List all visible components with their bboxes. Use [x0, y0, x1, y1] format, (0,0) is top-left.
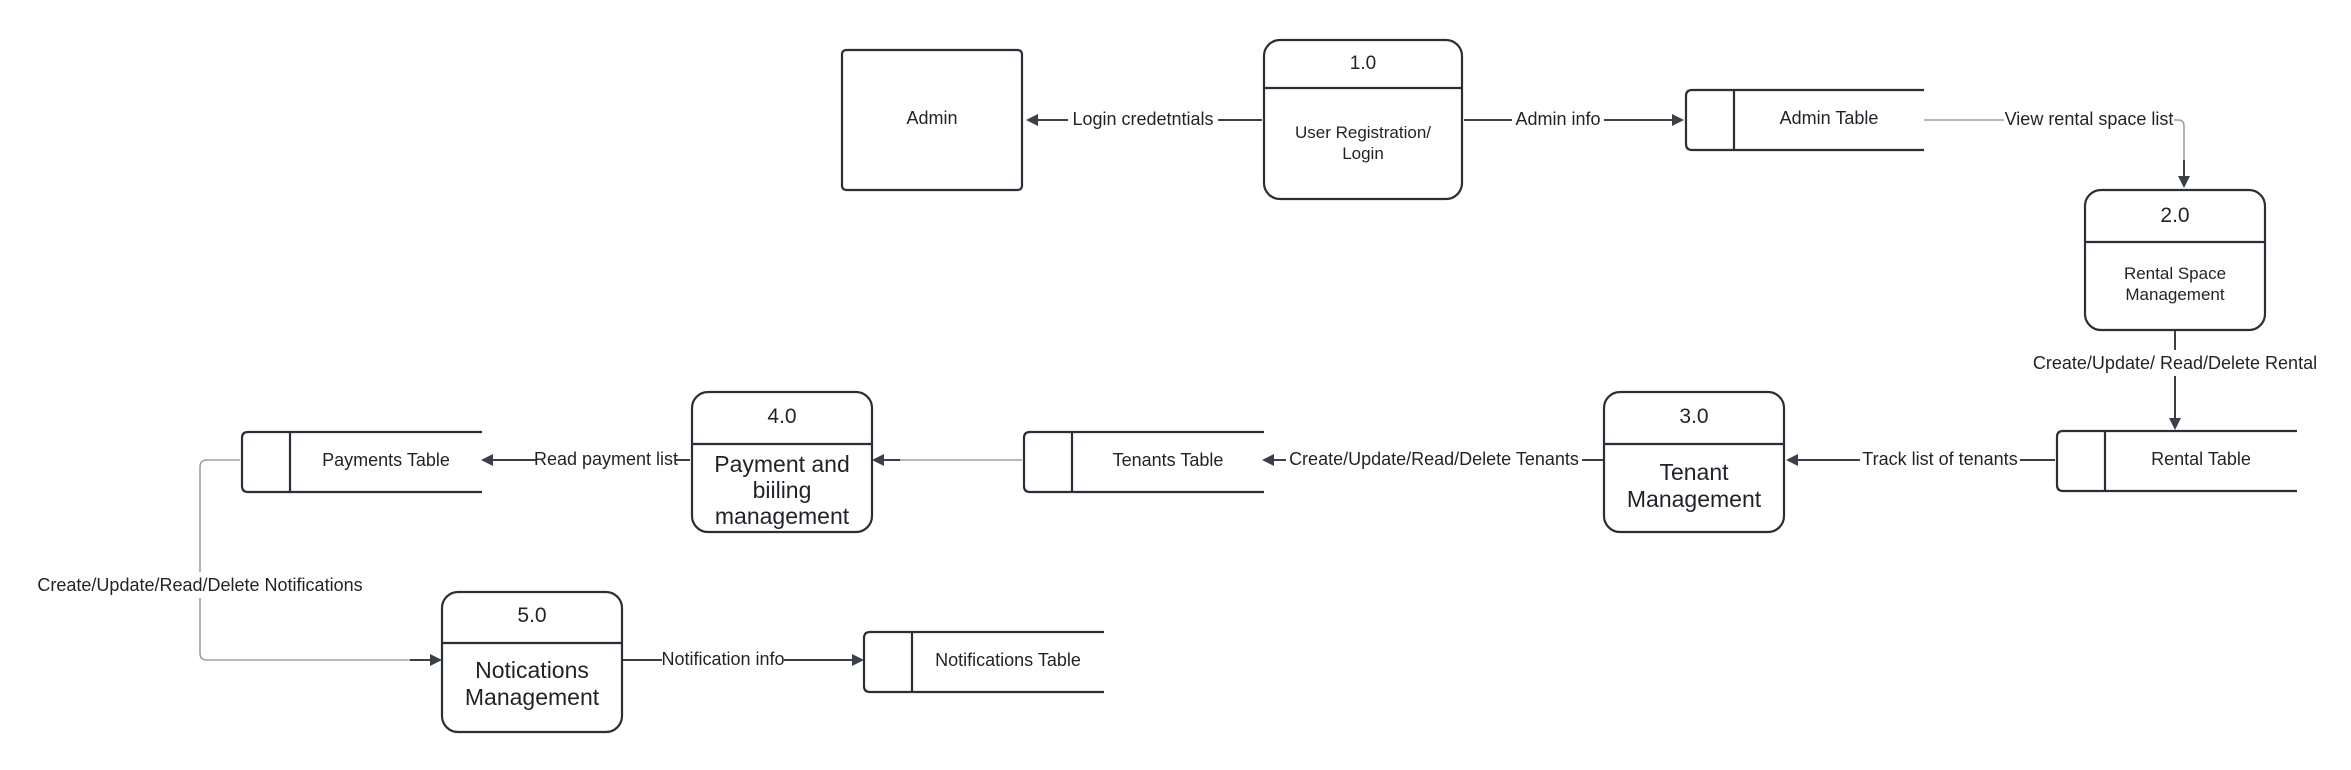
flow-admin-info[interactable]: Admin info [1464, 106, 1684, 132]
process-title-line: Management [1627, 486, 1762, 512]
data-store-payments-table[interactable]: Payments Table [240, 430, 482, 494]
process-title-line: management [715, 503, 850, 529]
flow-crud-rental[interactable]: Create/Update/ Read/Delete Rental [2026, 330, 2324, 430]
process-title-line: Payment and [714, 451, 850, 477]
process-title-line: Rental Space [2124, 264, 2226, 283]
process-title-line: Management [465, 684, 600, 710]
process-title-line: biiling [753, 477, 812, 503]
process-title-line: Login [1342, 144, 1384, 163]
flow-notification-info[interactable]: Notification info [622, 646, 864, 672]
data-store-label: Tenants Table [1113, 450, 1224, 470]
flow-label: Create/Update/Read/Delete Notifications [37, 575, 362, 595]
flow-label: Login credetntials [1072, 109, 1213, 129]
process-2-rental-space-management[interactable]: 2.0 Rental Space Management [2083, 188, 2267, 332]
process-number: 3.0 [1679, 405, 1708, 428]
process-4-payment-and-billing-management[interactable]: 4.0 Payment and biiling management [690, 390, 874, 534]
data-store-label: Payments Table [322, 450, 450, 470]
entity-label: Admin [906, 108, 957, 128]
process-number: 1.0 [1350, 53, 1376, 74]
data-store-admin-table[interactable]: Admin Table [1684, 88, 1924, 152]
flow-crud-tenants[interactable]: Create/Update/Read/Delete Tenants [1262, 446, 1604, 472]
flow-crud-notifications[interactable]: Create/Update/Read/Delete Notifications [37, 459, 442, 666]
flow-read-payment-list[interactable]: Read payment list [481, 446, 690, 472]
flow-label: View rental space list [2005, 109, 2174, 129]
process-5-notifications-management[interactable]: 5.0 Notications Management [440, 590, 624, 734]
process-title-line: Notications [475, 657, 589, 683]
flow-label: Track list of tenants [1862, 449, 2017, 469]
data-store-rental-table[interactable]: Rental Table [2055, 429, 2297, 493]
process-number: 4.0 [767, 405, 796, 428]
data-store-label: Admin Table [1780, 108, 1879, 128]
flow-view-rental-space-list[interactable]: View rental space list [1924, 106, 2190, 188]
process-number: 2.0 [2160, 204, 2189, 227]
data-store-notifications-table[interactable]: Notifications Table [862, 630, 1104, 694]
flow-label: Admin info [1515, 109, 1600, 129]
process-1-user-registration-login[interactable]: 1.0 User Registration/ Login [1262, 38, 1464, 201]
process-title-line: Tenant [1659, 459, 1729, 485]
process-title-line: Management [2125, 285, 2225, 304]
data-store-tenants-table[interactable]: Tenants Table [1022, 430, 1264, 494]
flow-label: Create/Update/Read/Delete Tenants [1289, 449, 1579, 469]
flow-label: Create/Update/ Read/Delete Rental [2033, 353, 2317, 373]
flow-label: Read payment list [534, 449, 678, 469]
flow-label: Notification info [661, 649, 784, 669]
process-number: 5.0 [517, 604, 546, 627]
process-title-line: User Registration/ [1295, 123, 1431, 142]
flow-track-list-of-tenants[interactable]: Track list of tenants [1786, 446, 2055, 472]
process-3-tenant-management[interactable]: 3.0 Tenant Management [1602, 390, 1786, 534]
data-store-label: Rental Table [2151, 449, 2251, 469]
data-store-label: Notifications Table [935, 650, 1081, 670]
external-entity-admin[interactable]: Admin [840, 48, 1024, 192]
flow-login-credentials[interactable]: Login credetntials [1026, 106, 1262, 132]
